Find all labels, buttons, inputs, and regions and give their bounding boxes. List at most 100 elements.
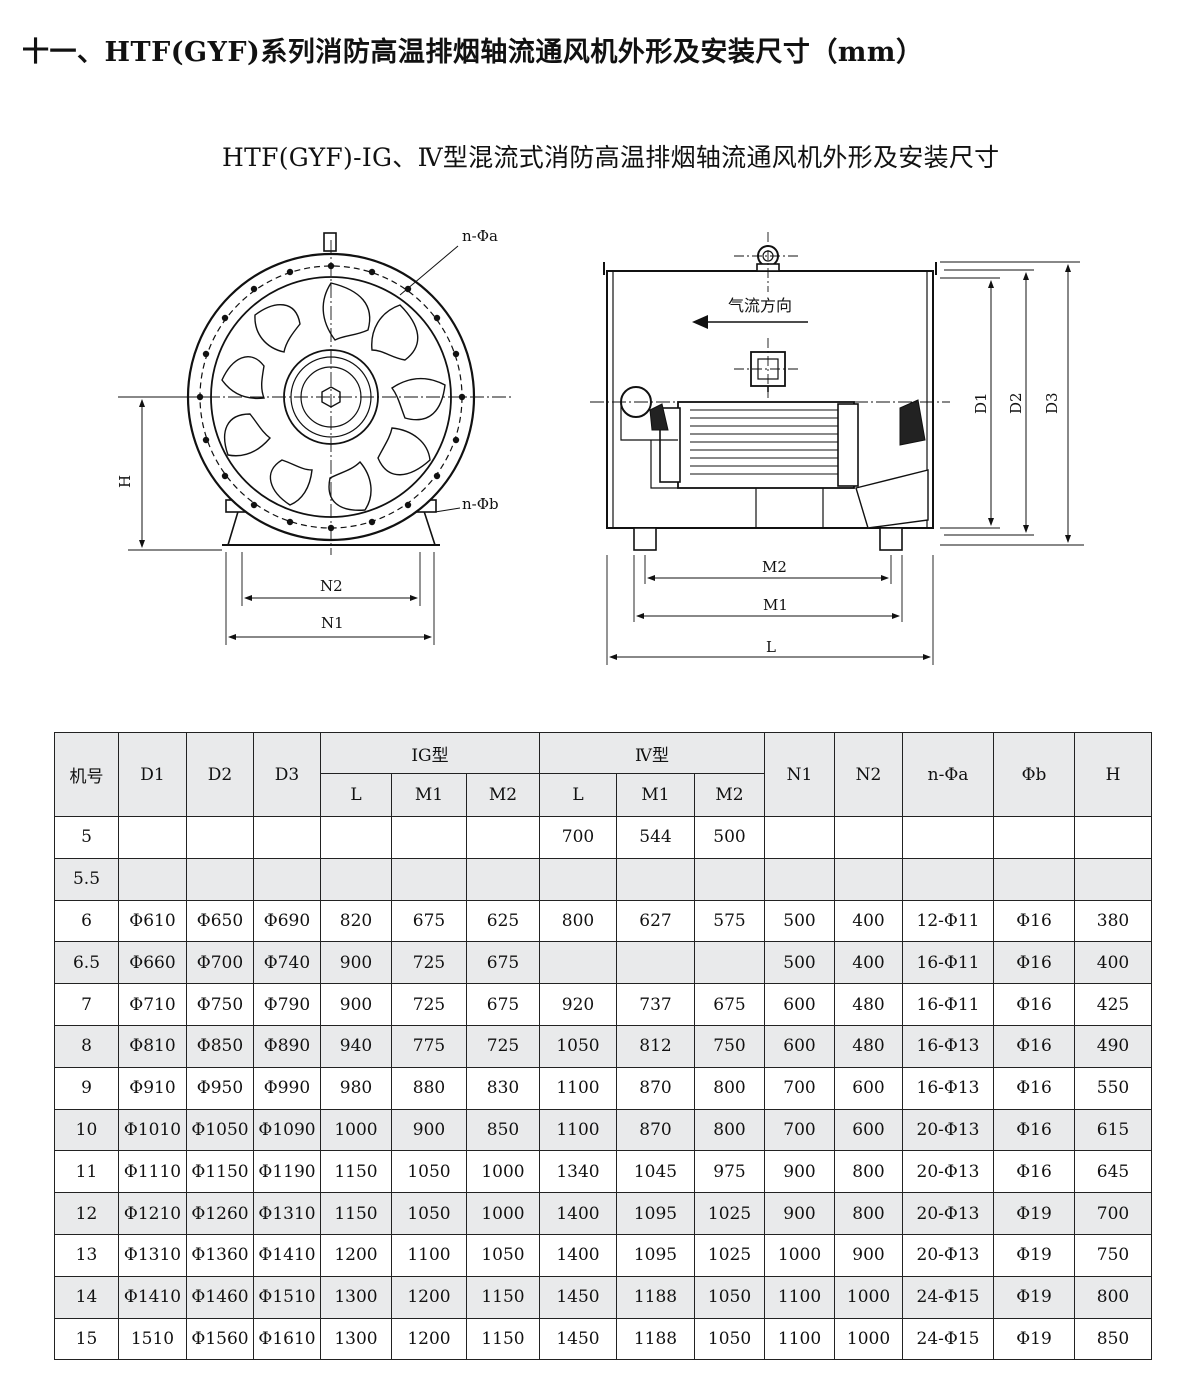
label-n-phi-b: n-Φb: [462, 495, 499, 513]
table-cell: 1100: [764, 1317, 836, 1361]
table-cell: 900: [320, 983, 392, 1026]
table-cell: Φ16: [993, 899, 1076, 943]
table-cell: 425: [1074, 983, 1153, 1026]
table-cell: 480: [834, 983, 904, 1026]
table-cell: 1300: [320, 1275, 392, 1319]
table-cell: 850: [1074, 1317, 1153, 1361]
table-cell: 1025: [693, 1192, 766, 1235]
table-cell: 400: [834, 941, 904, 985]
table-cell: 900: [764, 1192, 836, 1235]
label-n2: N2: [320, 577, 343, 595]
header-model: 机号: [54, 732, 119, 817]
table-cell: 800: [834, 1150, 904, 1194]
installation-drawing: n-Φa n-Φb H N2 N1: [116, 227, 1084, 665]
table-cell: Φ1310: [118, 1233, 187, 1277]
table-cell: 900: [320, 941, 392, 985]
table-cell: 800: [693, 1108, 766, 1152]
table-cell: Φ890: [253, 1024, 321, 1068]
table-cell: [764, 816, 836, 859]
table-cell: 8: [54, 1024, 119, 1068]
table-cell: 1188: [616, 1275, 695, 1319]
table-cell: Φ1190: [253, 1150, 321, 1194]
table-cell: 500: [764, 899, 836, 943]
table-cell: [320, 857, 392, 901]
header-h: H: [1074, 732, 1153, 817]
table-cell: 645: [1074, 1150, 1153, 1194]
table-cell: 870: [616, 1108, 695, 1152]
table-cell: 400: [1074, 941, 1153, 985]
table-cell: 1000: [466, 1150, 540, 1194]
table-cell: 380: [1074, 899, 1153, 943]
table-cell: [253, 816, 321, 859]
table-cell: [616, 857, 695, 901]
table-cell: 575: [693, 899, 766, 943]
table-cell: 1100: [764, 1275, 836, 1319]
table-cell: 725: [466, 1024, 540, 1068]
table-cell: [693, 941, 766, 985]
table-cell: 500: [693, 816, 766, 859]
table-cell: 1000: [320, 1108, 392, 1152]
table-cell: Φ16: [993, 1066, 1076, 1110]
table-cell: 1050: [391, 1192, 467, 1235]
table-cell: Φ650: [186, 899, 254, 943]
table-cell: Φ1210: [118, 1192, 187, 1235]
table-cell: Φ700: [186, 941, 254, 985]
table-cell: Φ1410: [253, 1233, 321, 1277]
table-cell: 900: [391, 1108, 467, 1152]
label-h: H: [116, 475, 134, 488]
table-cell: 400: [834, 899, 904, 943]
table-cell: 16-Φ11: [902, 983, 995, 1026]
table-cell: [993, 857, 1076, 901]
table-cell: [693, 857, 766, 901]
label-n1: N1: [321, 614, 344, 632]
table-cell: 1150: [466, 1275, 540, 1319]
table-cell: 1150: [320, 1150, 392, 1194]
table-cell: 24-Φ15: [902, 1275, 995, 1319]
label-d2: D2: [1007, 392, 1025, 414]
table-cell: Φ610: [118, 899, 187, 943]
table-cell: 675: [466, 983, 540, 1026]
table-cell: 500: [764, 941, 836, 985]
table-cell: 700: [764, 1108, 836, 1152]
table-cell: 1188: [616, 1317, 695, 1361]
table-cell: 16-Φ11: [902, 941, 995, 985]
table-cell: Φ1260: [186, 1192, 254, 1235]
table-cell: 627: [616, 899, 695, 943]
table-cell: 775: [391, 1024, 467, 1068]
header-d3: D3: [253, 732, 321, 817]
table-cell: [993, 816, 1076, 859]
table-cell: Φ740: [253, 941, 321, 985]
table-cell: 737: [616, 983, 695, 1026]
table-cell: 830: [466, 1066, 540, 1110]
table-cell: Φ1150: [186, 1150, 254, 1194]
table-cell: Φ1090: [253, 1108, 321, 1152]
table-cell: Φ1360: [186, 1233, 254, 1277]
table-cell: 800: [1074, 1275, 1153, 1319]
table-cell: 1450: [539, 1275, 617, 1319]
table-cell: 1200: [391, 1275, 467, 1319]
table-cell: [539, 941, 617, 985]
header-n2: N2: [834, 732, 904, 817]
table-cell: 1200: [320, 1233, 392, 1277]
table-cell: 14: [54, 1275, 119, 1319]
table-cell: Φ1510: [253, 1275, 321, 1319]
table-cell: 20-Φ13: [902, 1192, 995, 1235]
dimension-table: 机号 D1 D2 D3 IG型 Ⅳ型 N1 N2 n-Φa Φb H L M1 …: [54, 732, 1153, 1361]
table-cell: 800: [834, 1192, 904, 1235]
table-cell: 1150: [466, 1317, 540, 1361]
header-d1: D1: [118, 732, 187, 817]
table-cell: 10: [54, 1108, 119, 1152]
table-cell: Φ950: [186, 1066, 254, 1110]
table-cell: 600: [834, 1066, 904, 1110]
table-cell: 940: [320, 1024, 392, 1068]
table-cell: Φ690: [253, 899, 321, 943]
table-cell: 1400: [539, 1192, 617, 1235]
table-cell: 20-Φ13: [902, 1233, 995, 1277]
table-cell: 1150: [320, 1192, 392, 1235]
